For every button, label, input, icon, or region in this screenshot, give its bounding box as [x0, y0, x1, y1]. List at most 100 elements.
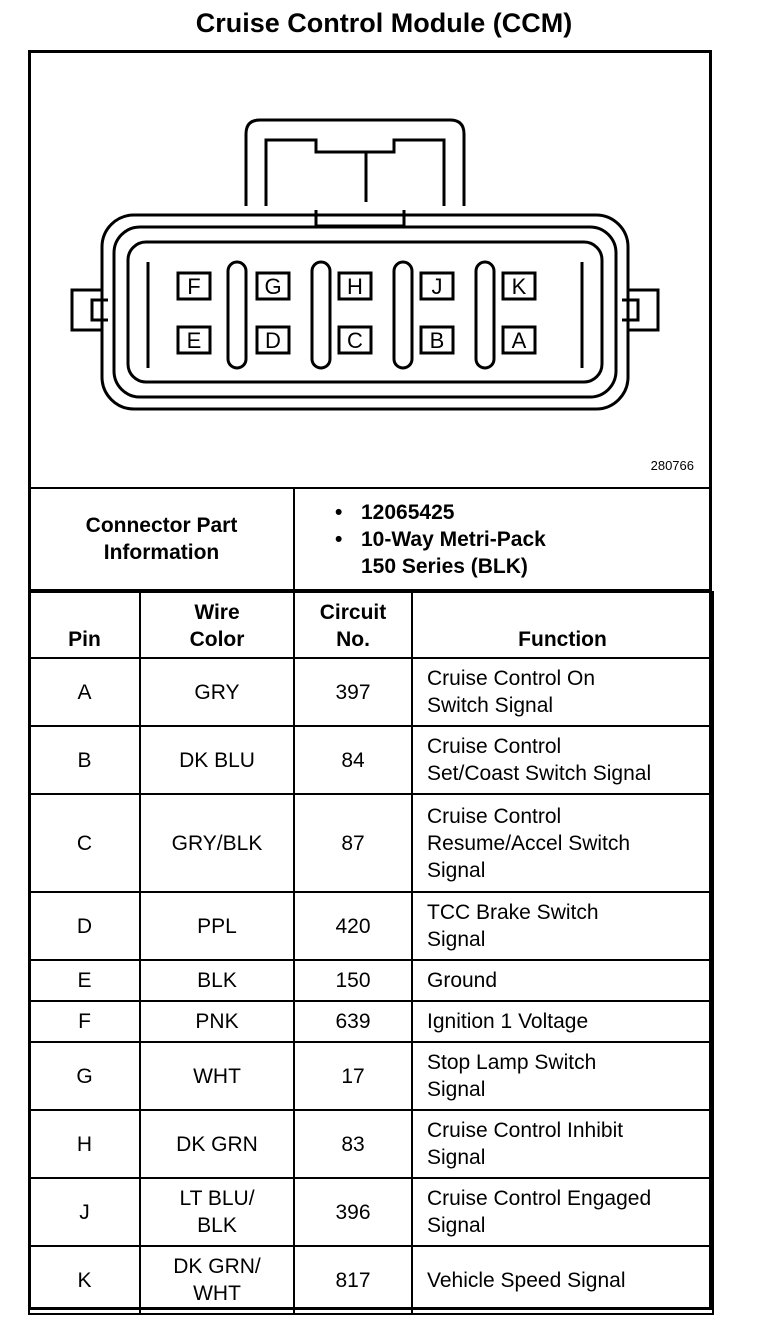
function-line: Signal [427, 1078, 486, 1101]
bullet-icon: • [335, 527, 343, 551]
cavity-label: F [187, 274, 200, 299]
wire-color-cell: DK GRN [139, 1109, 295, 1179]
wire-color-line: WHT [193, 1282, 241, 1305]
function-line: Cruise Control On [427, 667, 596, 690]
cavity-box [419, 325, 455, 355]
cavity-label: J [432, 274, 443, 299]
header-pin: Pin [28, 591, 141, 659]
cavity-label: K [512, 274, 527, 299]
wire-color-line: BLK [197, 969, 237, 992]
wire-color-line: BLK [197, 1214, 237, 1237]
pin-cell: B [28, 725, 141, 795]
function-cell: Cruise Control On Switch Signal [411, 657, 714, 727]
pin-cell: A [28, 657, 141, 727]
cavity-box [419, 271, 455, 301]
cavity-box [176, 271, 212, 301]
wire-color-cell: PNK [139, 1000, 295, 1043]
wire-color-cell: PPL [139, 891, 295, 961]
wire-color-line: DK BLU [179, 748, 255, 772]
connector-type-line2: 150 Series (BLK) [361, 554, 528, 578]
function-line: Vehicle Speed Signal [427, 1268, 626, 1292]
header-wire-color: Wire Color [139, 591, 295, 659]
cavity-box [501, 271, 537, 301]
header-circuit: Circuit No. [293, 591, 413, 659]
function-cell: Vehicle Speed Signal [411, 1245, 714, 1315]
cavity-label: G [264, 274, 281, 299]
cavity-box [255, 325, 291, 355]
cavity-label: A [512, 328, 527, 353]
circuit-cell: 150 [293, 959, 413, 1002]
table-row: A GRY 397 Cruise Control On Switch Signal [28, 657, 714, 727]
function-line: Signal [427, 928, 486, 951]
wire-color-cell: DK BLU [139, 725, 295, 795]
connector-info-label-line1: Connector Part [85, 514, 238, 537]
bullet-icon: • [335, 500, 343, 524]
circuit-cell: 83 [293, 1109, 413, 1179]
pin-cell: K [28, 1245, 141, 1315]
wire-color-cell: GRY [139, 657, 295, 727]
pin-cell: G [28, 1041, 141, 1111]
pinout-table: Pin Wire Color Circuit No. Function A GRY… [28, 591, 714, 1315]
wire-color-cell: WHT [139, 1041, 295, 1111]
function-line: Stop Lamp Switch [427, 1051, 597, 1074]
function-cell: Ignition 1 Voltage [411, 1000, 714, 1043]
cavity-label: C [347, 328, 363, 353]
function-line: Signal [427, 858, 486, 882]
cavity-box [176, 325, 212, 355]
function-line: Cruise Control Engaged [427, 1187, 652, 1210]
pin-cell: E [28, 959, 141, 1002]
function-line: TCC Brake Switch [427, 901, 599, 924]
header-function: Function [411, 591, 714, 659]
pin-cell: J [28, 1177, 141, 1247]
pin-cell: C [28, 793, 141, 893]
part-number: 12065425 [361, 500, 455, 524]
circuit-cell: 87 [293, 793, 413, 893]
cavity-label: E [187, 328, 202, 353]
circuit-cell: 817 [293, 1245, 413, 1315]
header-wire-line2: Color [189, 628, 245, 651]
cavity-box [255, 271, 291, 301]
connector-info-table: Connector Part Information • 12065425 • … [28, 487, 712, 591]
circuit-cell: 397 [293, 657, 413, 727]
function-line: Resume/Accel Switch [427, 831, 631, 855]
cavity-box [337, 271, 373, 301]
function-line: Cruise Control [427, 735, 562, 758]
connector-type-line1: 10-Way Metri-Pack [361, 527, 546, 551]
function-line: Switch Signal [427, 694, 554, 717]
cavity-box [337, 325, 373, 355]
connector-info-values-cell: • 12065425 • 10-Way Metri-Pack 150 Serie… [293, 487, 712, 591]
wire-color-line: WHT [193, 1064, 241, 1088]
cavity-label: D [265, 328, 281, 353]
wire-color-line: PNK [195, 1010, 239, 1033]
header-circuit-line1: Circuit [319, 601, 387, 624]
header-wire-line1: Wire [194, 601, 240, 624]
circuit-cell: 17 [293, 1041, 413, 1111]
wire-color-line: LT BLU/ [179, 1187, 255, 1210]
function-line: Signal [427, 1214, 486, 1237]
cavity-box [501, 325, 537, 355]
function-line: Set/Coast Switch Signal [427, 762, 652, 785]
wire-color-cell: DK GRN/WHT [139, 1245, 295, 1315]
part-number-item: • 12065425 [335, 499, 710, 526]
circuit-cell: 420 [293, 891, 413, 961]
pin-cell: D [28, 891, 141, 961]
wire-color-line: DK GRN [176, 1132, 258, 1156]
wire-color-line: GRY [194, 680, 240, 704]
pin-cell: H [28, 1109, 141, 1179]
